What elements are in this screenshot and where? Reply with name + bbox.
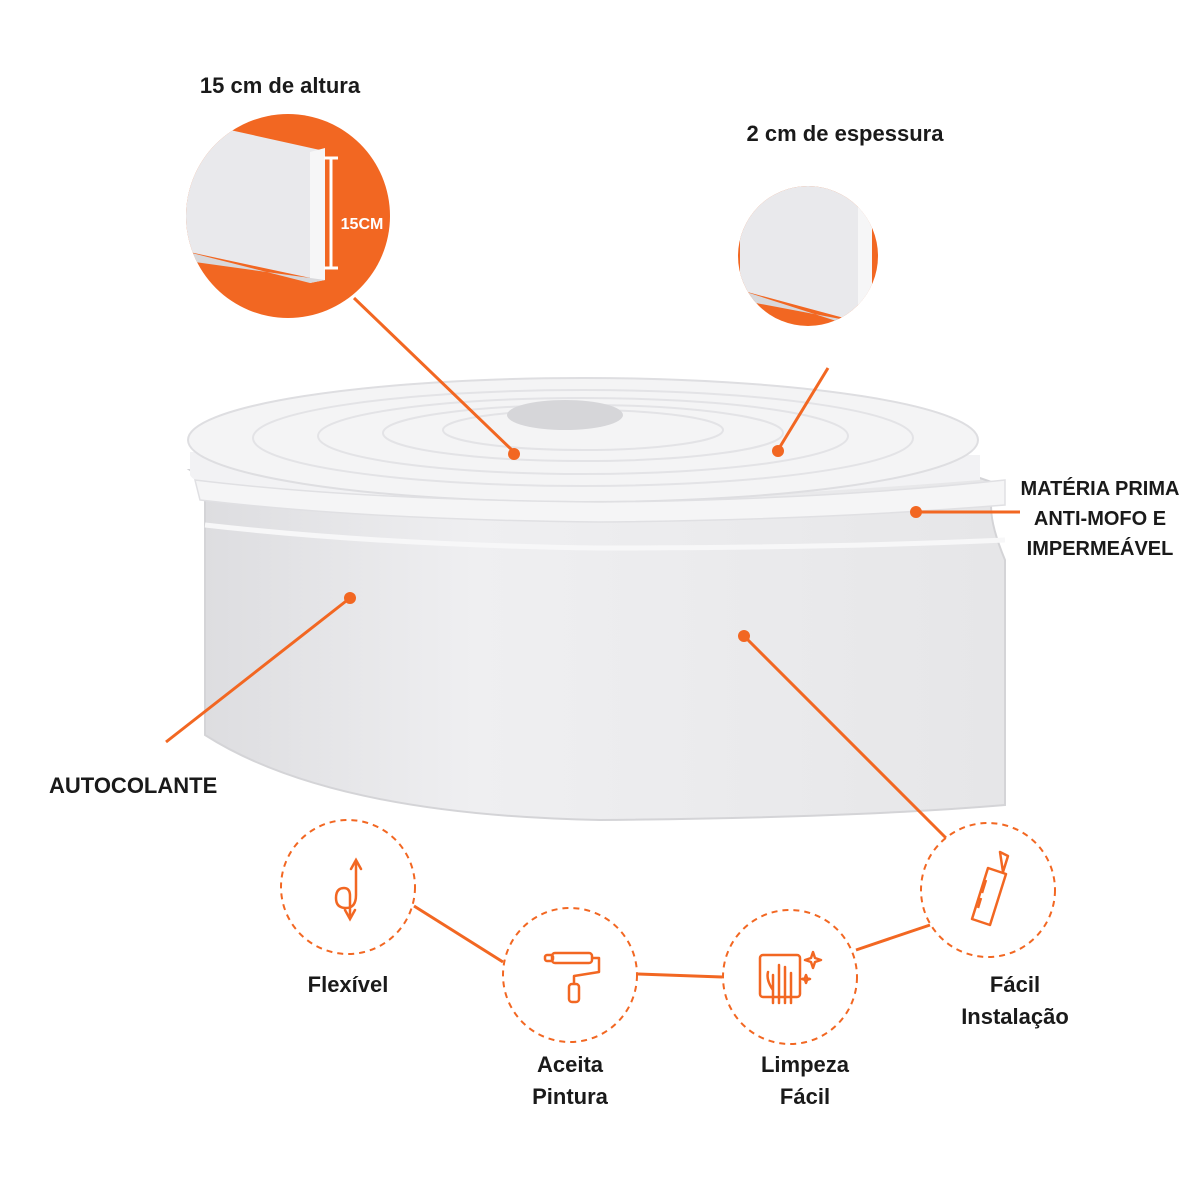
height-callout: 15CM [186,114,520,460]
feature-label-line: Instalação [961,1004,1069,1029]
feature-paint [502,907,638,1043]
flexible-icon [334,857,363,922]
feature-label-flexible: Flexível [258,969,438,1001]
adhesive-callout [165,592,356,744]
paint-roller-icon [543,951,601,1004]
feature-clean [722,909,858,1045]
roll-top [187,377,979,503]
adhesive-label: AUTOCOLANTE [49,773,218,798]
utility-knife-icon [970,850,1010,927]
feature-install [920,822,1056,958]
feature-flexible [280,819,416,955]
feature-label-line: Fácil [989,972,1041,997]
foam-roll [186,377,1006,822]
roll-tail [194,479,1006,523]
roll-hole [507,400,623,430]
feature-label-line: Aceita [536,1052,604,1077]
feature-label-install: Fácil Instalação [910,969,1120,1033]
feature-label-clean: Limpeza Fácil [705,1049,905,1113]
material-line-3: IMPERMEÁVEL [1026,538,1174,560]
cleaning-hand-icon [758,950,823,1005]
feature-connectors [413,904,931,979]
material-label: MATÉRIA PRIMA ANTI-MOFO E IMPERMEÁVEL [1005,474,1195,564]
thickness-badge: 2CM [882,237,918,256]
height-badge: 15CM [341,216,384,233]
feature-label-line: Fácil [779,1084,831,1109]
material-callout [910,506,1020,518]
feature-label-line: Pintura [532,1084,608,1109]
feature-label-line: Limpeza [760,1052,850,1077]
material-line-2: ANTI-MOFO E [1033,508,1167,530]
thickness-callout: 2CM [738,186,918,457]
height-title: 15 cm de altura [199,73,361,98]
installation-connector [742,634,948,840]
feature-label-paint: Aceita Pintura [480,1049,660,1113]
material-line-1: MATÉRIA PRIMA [1020,478,1180,500]
feature-label-line: Flexível [307,972,389,997]
thickness-title: 2 cm de espessura [746,121,944,146]
